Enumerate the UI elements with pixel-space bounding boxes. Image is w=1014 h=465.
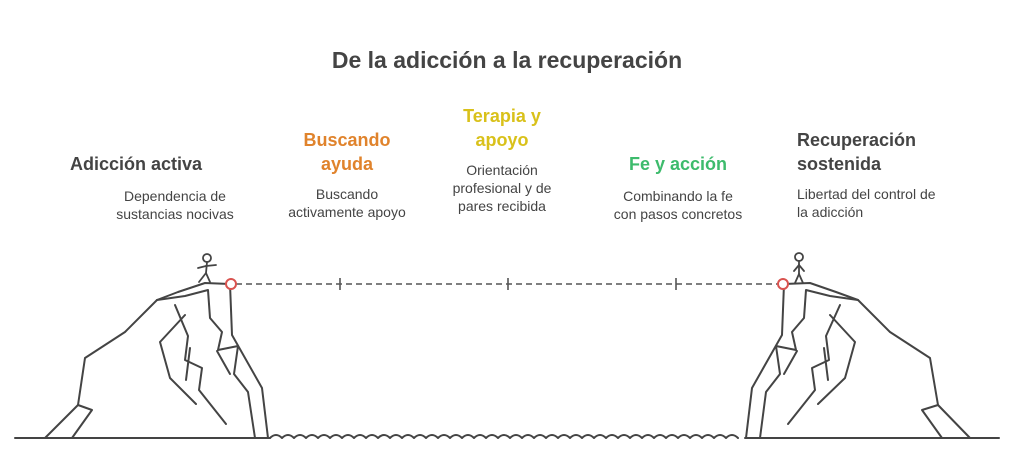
stage-title-line: Buscando [303,130,391,150]
stage-description-line: pares recibida [458,198,546,214]
stage-title: Adicción activa [70,154,203,174]
left-cliff [44,282,269,439]
stage-therapy-support: Terapia y apoyo Orientación profesional … [427,104,577,215]
stage-title-line: Recuperación [797,130,917,150]
stage-description-line: profesional y de [452,180,552,196]
end-marker [777,278,789,290]
stage-description-line: la adicción [797,204,864,220]
stage-title-line: sostenida [797,154,882,174]
stage-description: Buscando activamente apoyo [262,185,432,221]
stage-description-line: Combinando la fe [623,188,733,204]
stage-title: Fe y acción [628,154,728,174]
stage-description-line: Orientación [466,162,538,178]
stage-title: Terapia y apoyo [427,104,577,152]
stage-description-line: Dependencia de [124,188,226,204]
stage-seeking-help: Buscando ayuda Buscando activamente apoy… [262,128,432,221]
stage-description: Dependencia de sustancias nocivas [70,187,280,223]
stage-title-line: apoyo [475,130,529,150]
water-waves [269,434,739,439]
person-icon [793,252,805,284]
stage-description-line: sustancias nocivas [116,206,234,222]
stage-description: Orientación profesional y de pares recib… [427,161,577,215]
stage-description-line: Libertad del control de [797,186,936,202]
stage-description: Libertad del control de la adicción [797,185,997,221]
page-title: De la adicción a la recuperación [331,47,683,73]
stage-title: Buscando ayuda [262,128,432,176]
person-icon [197,253,217,283]
stage-description: Combinando la fe con pasos concretos [598,187,758,223]
stage-faith-action: Fe y acción Combinando la fe con pasos c… [598,152,758,223]
journey-path [236,278,777,290]
stage-title-line: Terapia y [463,106,541,126]
start-marker [225,278,237,290]
stage-active-addiction: Adicción activa Dependencia de sustancia… [70,152,290,222]
stage-sustained-recovery: Recuperación sostenida Libertad del cont… [797,128,997,221]
stage-title-line: ayuda [320,154,374,174]
stage-description-line: con pasos concretos [613,206,743,222]
stage-description-line: Buscando [315,186,379,202]
right-cliff [745,282,971,439]
stage-description-line: activamente apoyo [288,204,406,220]
stage-title: Recuperación sostenida [797,128,997,176]
